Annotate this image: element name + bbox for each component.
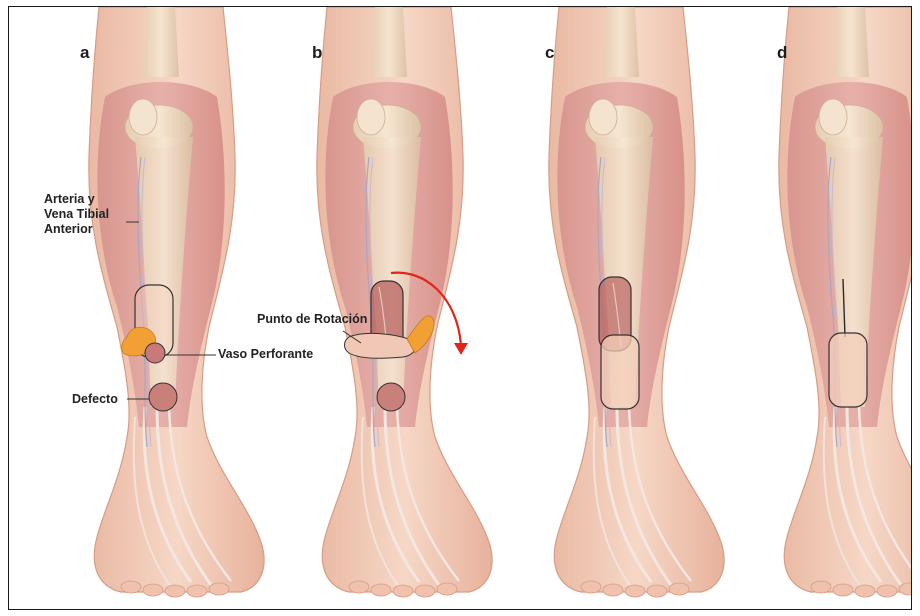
healed-flap (829, 333, 867, 407)
defect-label: Defecto (72, 392, 118, 407)
panel-letter-d: d (777, 43, 787, 63)
defect (149, 383, 177, 411)
pivot-label: Punto de Rotación (257, 312, 367, 327)
panel-letter-b: b (312, 43, 322, 63)
panel-letter-a: a (80, 43, 89, 63)
artery-label: Arteria y Vena Tibial Anterior (44, 192, 109, 237)
artery-label-line-3: Anterior (44, 222, 109, 237)
defect (377, 383, 405, 411)
panel-letter-c: c (545, 43, 554, 63)
perforator-site (145, 343, 165, 363)
figure-frame: a b c d Arteria y Vena Tibial Anterior V… (8, 6, 912, 610)
leg-panel-a (89, 7, 264, 597)
rotation-arrowhead (454, 343, 468, 355)
inset-flap (601, 335, 639, 409)
artery-label-line-1: Arteria y (44, 192, 109, 207)
artery-label-line-2: Vena Tibial (44, 207, 109, 222)
leg-panel-b (317, 7, 492, 597)
leg-panel-d (779, 7, 911, 597)
perforator-label: Vaso Perforante (218, 347, 313, 362)
leg-illustration (9, 7, 911, 609)
leg-panel-c (549, 7, 724, 597)
